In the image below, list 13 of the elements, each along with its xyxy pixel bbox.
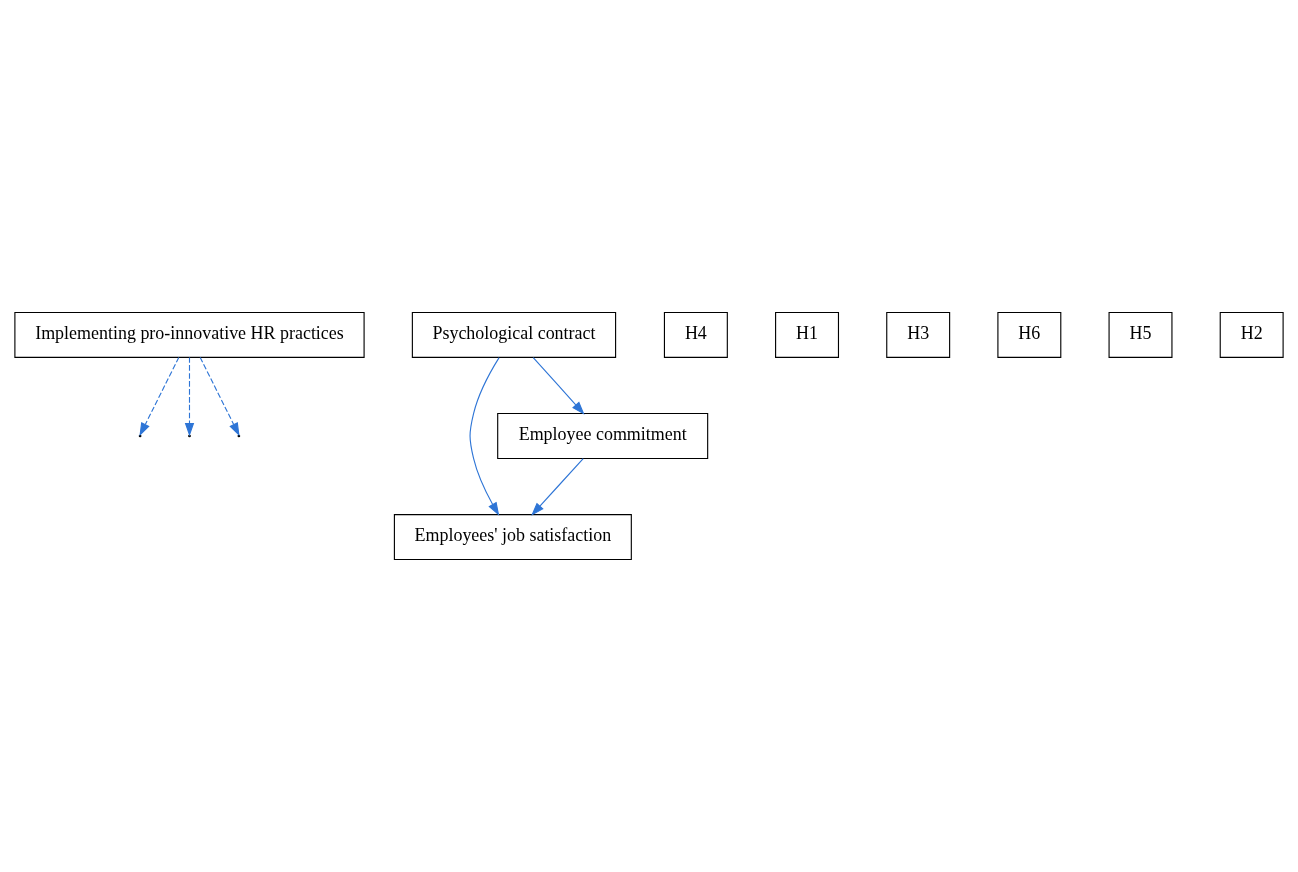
node-box: H5 — [1108, 311, 1173, 358]
node-box: H6 — [997, 311, 1062, 358]
node-box: Employee commitment — [497, 413, 709, 459]
node-box: H3 — [886, 311, 951, 358]
node-box: H1 — [775, 311, 840, 358]
node-box: Implementing pro-innovative HR practices — [14, 311, 365, 358]
arrow — [532, 356, 585, 415]
node-box: Psychological contract — [411, 311, 617, 358]
arrow — [531, 458, 584, 516]
node-box: H2 — [1219, 311, 1284, 358]
node-box: Employees' job satisfaction — [393, 514, 632, 561]
node-box: H4 — [663, 311, 728, 358]
arrow — [469, 357, 500, 516]
